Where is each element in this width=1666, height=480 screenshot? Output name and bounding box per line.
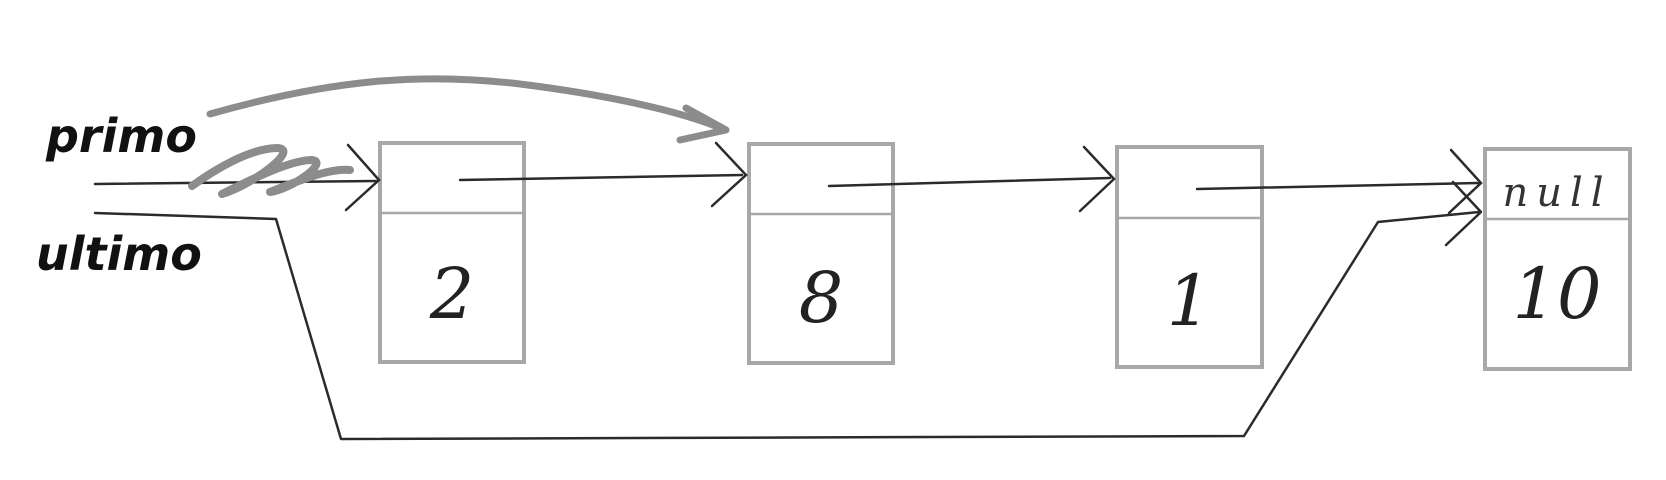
head-arrow <box>93 143 381 212</box>
link-node3-node4 <box>1195 148 1483 215</box>
tail-arrow <box>93 180 1483 441</box>
node-3: 1 <box>1115 145 1264 369</box>
node-4-next: null <box>1502 170 1611 216</box>
node-1-value: 2 <box>429 253 475 335</box>
node-4: null 10 <box>1483 147 1632 371</box>
tail-arrow-line <box>93 210 1481 441</box>
node-2: 8 <box>747 142 895 365</box>
link-1-head <box>710 141 748 208</box>
node-2-value: 8 <box>799 257 844 339</box>
tail-arrow-head <box>1444 180 1483 247</box>
node-4-value: 10 <box>1512 253 1601 335</box>
link-2-line <box>827 176 1112 188</box>
new-head-arrow-head <box>676 104 730 144</box>
link-1-line <box>458 173 744 182</box>
head-pointer-label: primo <box>45 109 197 163</box>
new-head-arrow <box>206 75 730 144</box>
node-1-box <box>378 141 526 364</box>
node-3-value: 1 <box>1167 260 1212 342</box>
new-head-arrow-line <box>206 75 729 134</box>
node-1: 2 <box>378 141 526 364</box>
strike-scribble <box>188 144 354 198</box>
link-node2-node3 <box>827 145 1116 213</box>
node-2-box <box>747 142 895 365</box>
node-3-box <box>1115 145 1264 369</box>
link-3-line <box>1195 181 1480 191</box>
link-2-head <box>1078 145 1116 213</box>
link-node1-node2 <box>458 141 748 208</box>
node-4-box <box>1483 147 1632 371</box>
head-arrow-line <box>93 179 378 186</box>
head-arrow-head <box>344 143 381 212</box>
link-3-head <box>1447 148 1483 215</box>
tail-pointer-label: ultimo <box>36 227 202 281</box>
